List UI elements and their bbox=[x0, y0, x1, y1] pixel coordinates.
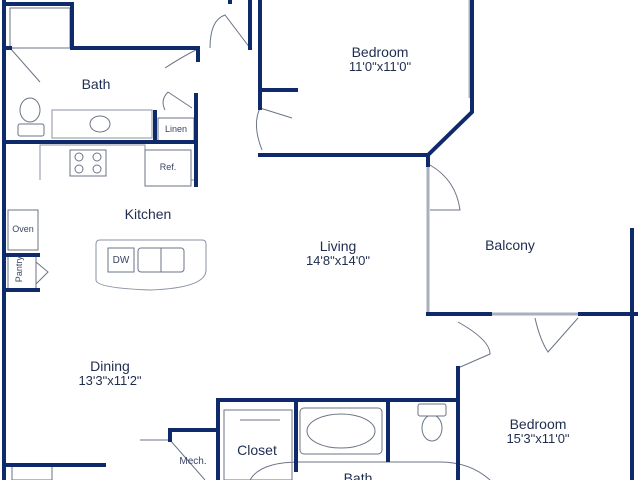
fixture-label-ref: Ref. bbox=[159, 162, 177, 172]
refrigerator bbox=[144, 149, 192, 187]
room-label-kitchen: Kitchen bbox=[108, 206, 188, 222]
sink-top bbox=[89, 115, 111, 133]
room-label-bath-top: Bath bbox=[66, 76, 126, 92]
room-name: Closet bbox=[237, 442, 277, 458]
shower-door-swing bbox=[9, 47, 41, 83]
door-swing-7 bbox=[534, 317, 579, 353]
toilet-tank-top bbox=[17, 123, 45, 137]
fixture-label-linen: Linen bbox=[164, 124, 188, 134]
room-label-living: Living 14ʹ8ʺx14ʹ0ʺ bbox=[278, 238, 398, 269]
room-dims: 13ʹ3ʺx11ʹ2ʺ bbox=[78, 373, 142, 389]
door-swing-2 bbox=[164, 47, 201, 69]
room-name: Dining bbox=[90, 358, 130, 374]
closet-area bbox=[223, 409, 293, 480]
room-name: Kitchen bbox=[124, 206, 172, 222]
door-swing-5 bbox=[429, 164, 461, 211]
room-name: Bedroom bbox=[509, 416, 567, 432]
room-name: Bath bbox=[81, 76, 111, 92]
fixture-label-mech: Mech. bbox=[179, 456, 207, 467]
toilet-bottom bbox=[421, 414, 443, 442]
room-label-dining: Dining 13ʹ3ʺx11ʹ2ʺ bbox=[50, 358, 170, 389]
room-label-balcony: Balcony bbox=[470, 237, 550, 253]
dishwasher bbox=[107, 247, 135, 273]
door-swing-3 bbox=[162, 91, 193, 111]
bathtub bbox=[299, 407, 383, 455]
door-swing-6 bbox=[457, 321, 491, 369]
fixture-label-pantry: Pantry bbox=[13, 256, 24, 283]
door-swing-1 bbox=[209, 14, 251, 49]
toilet-top bbox=[19, 97, 41, 123]
room-name: Living bbox=[319, 238, 357, 254]
fixture-label-dw: DW bbox=[112, 255, 130, 266]
toilet-tank-bottom bbox=[417, 403, 447, 417]
room-label-bedroom-bottom: Bedroom 15ʹ3ʺx11ʹ0ʺ bbox=[480, 416, 596, 447]
room-name: Bath bbox=[343, 470, 373, 480]
room-name: Bedroom bbox=[351, 44, 409, 60]
fixture-label-oven: Oven bbox=[12, 224, 34, 234]
oven bbox=[7, 209, 39, 251]
room-name: Balcony bbox=[485, 237, 535, 253]
room-label-bath-bottom: Bath bbox=[328, 470, 388, 480]
room-label-closet: Closet bbox=[226, 442, 288, 458]
shower-stall bbox=[9, 7, 71, 49]
cooktop bbox=[69, 149, 107, 177]
room-dims: 11ʹ0ʺx11ʹ0ʺ bbox=[348, 59, 412, 75]
room-dims: 14ʹ8ʺx14ʹ0ʺ bbox=[305, 253, 371, 269]
vanity-bottom bbox=[249, 461, 491, 480]
room-label-bedroom-top: Bedroom 11ʹ0ʺx11ʹ0ʺ bbox=[325, 44, 435, 75]
room-dims: 15ʹ3ʺx11ʹ0ʺ bbox=[506, 431, 570, 447]
door-swing-4 bbox=[256, 107, 293, 151]
